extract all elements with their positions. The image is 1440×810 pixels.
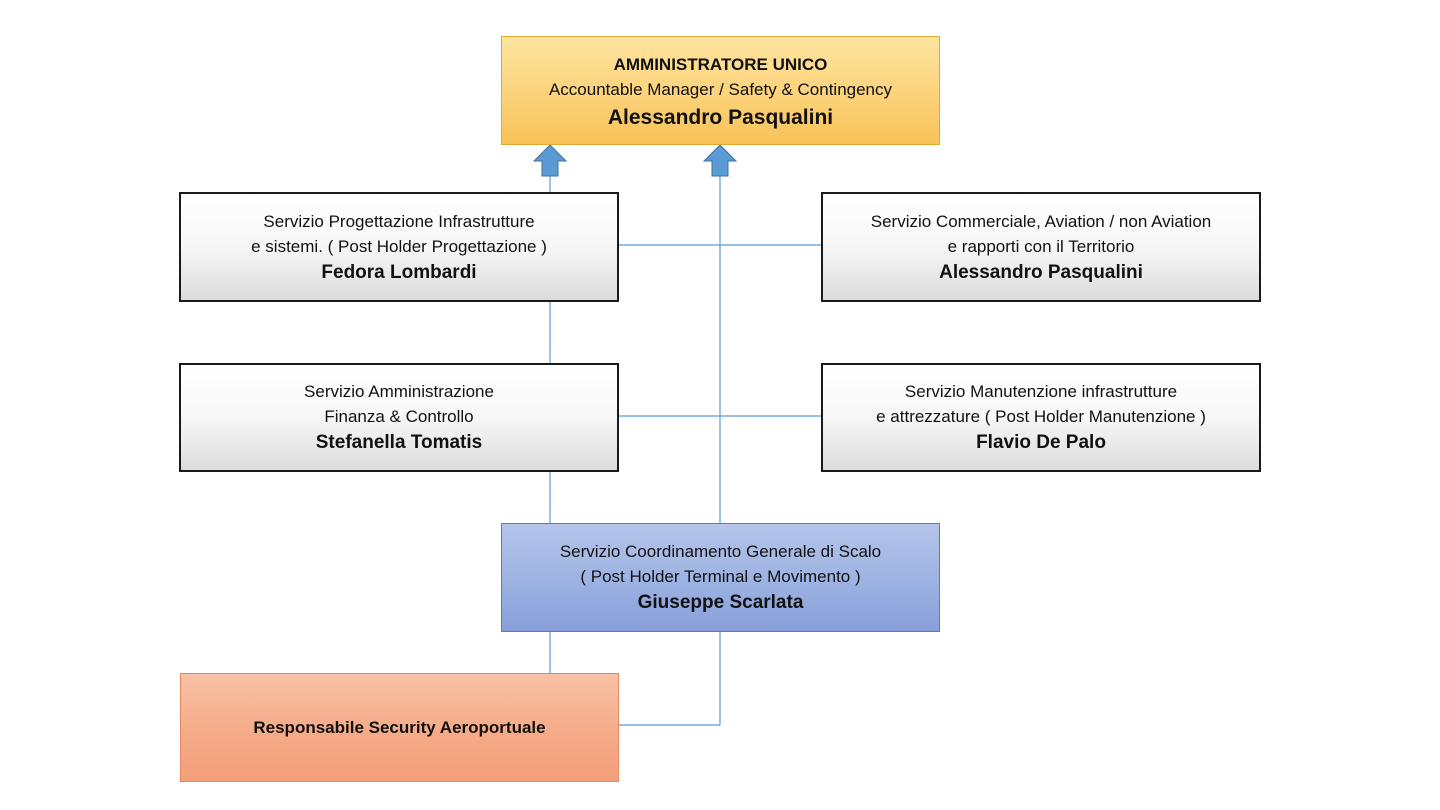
amministrazione-line1: Servizio Amministrazione — [304, 382, 494, 401]
administrator-box: AMMINISTRATORE UNICO Accountable Manager… — [501, 36, 940, 145]
amministrazione-box: Servizio Amministrazione Finanza & Contr… — [179, 363, 619, 472]
progettazione-line1: Servizio Progettazione Infrastrutture — [263, 211, 535, 231]
manutenzione-line2: e attrezzature ( Post Holder Manutenzion… — [876, 407, 1206, 426]
commerciale-name: Alessandro Pasqualini — [939, 261, 1143, 283]
security-box: Responsabile Security Aeroportuale — [180, 673, 619, 782]
center-up-arrow-icon — [702, 144, 738, 177]
progettazione-box: Servizio Progettazione Infrastrutture e … — [179, 192, 619, 302]
commerciale-line2: e rapporti con il Territorio — [947, 236, 1135, 256]
coordinamento-line2: ( Post Holder Terminal e Movimento ) — [580, 567, 861, 586]
manutenzione-line1: Servizio Manutenzione infrastrutture — [904, 382, 1178, 401]
left-up-arrow-icon — [532, 144, 568, 177]
amministrazione-name: Stefanella Tomatis — [315, 432, 483, 453]
commerciale-line1: Servizio Commerciale, Aviation / non Avi… — [870, 211, 1212, 231]
administrator-title: AMMINISTRATORE UNICO — [613, 55, 828, 74]
coordinamento-name: Giuseppe Scarlata — [637, 592, 804, 613]
security-title: Responsabile Security Aeroportuale — [253, 718, 546, 737]
progettazione-name: Fedora Lombardi — [321, 261, 477, 283]
commerciale-box: Servizio Commerciale, Aviation / non Avi… — [821, 192, 1261, 302]
manutenzione-box: Servizio Manutenzione infrastrutture e a… — [821, 363, 1261, 472]
administrator-role: Accountable Manager / Safety & Contingen… — [548, 80, 893, 99]
administrator-name: Alessandro Pasqualini — [607, 106, 834, 129]
manutenzione-name: Flavio De Palo — [976, 432, 1106, 453]
coordinamento-box: Servizio Coordinamento Generale di Scalo… — [501, 523, 940, 632]
amministrazione-line2: Finanza & Controllo — [324, 407, 474, 426]
progettazione-line2: e sistemi. ( Post Holder Progettazione ) — [251, 236, 547, 256]
coordinamento-line1: Servizio Coordinamento Generale di Scalo — [559, 542, 882, 561]
